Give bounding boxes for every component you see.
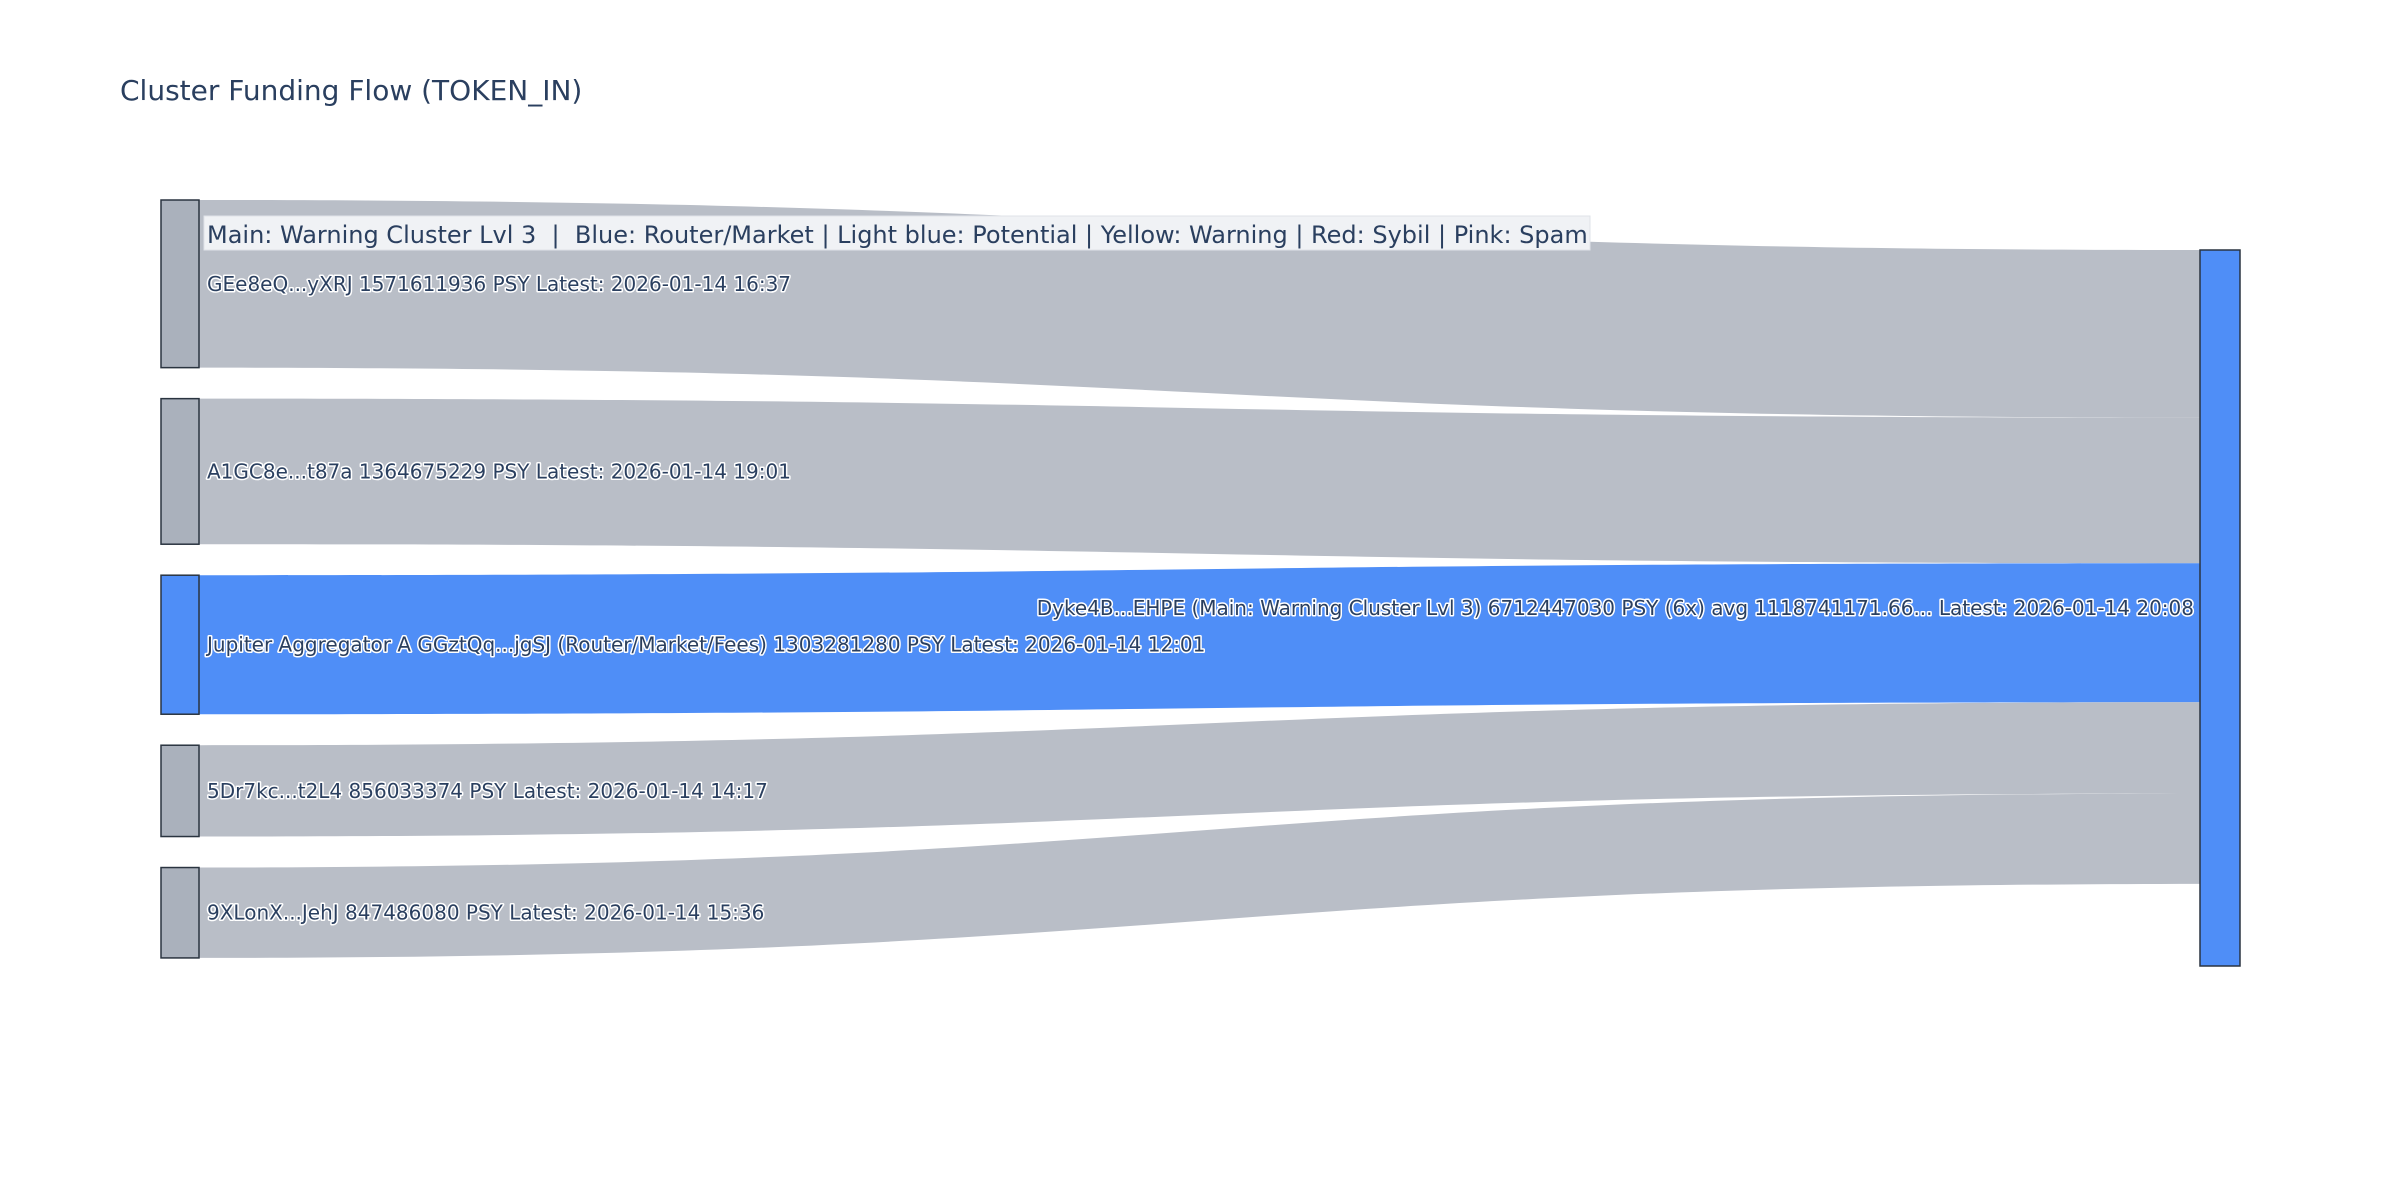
source-node-label: A1GC8e...t87a 1364675229 PSY Latest: 202… [207, 459, 791, 483]
source-node[interactable] [160, 574, 200, 715]
legend-annotation-box [203, 215, 1591, 251]
sankey-link[interactable] [199, 563, 2200, 715]
source-node[interactable] [160, 397, 200, 545]
source-node-label: 9XLonX...JehJ 847486080 PSY Latest: 2026… [207, 901, 764, 925]
sankey-link[interactable] [199, 793, 2200, 958]
source-node-label: GEe8eQ...yXRJ 1571611936 PSY Latest: 202… [207, 272, 791, 296]
source-node[interactable] [160, 866, 200, 959]
sankey-link[interactable] [199, 398, 2200, 564]
source-node[interactable] [160, 744, 200, 838]
target-node-label: Dyke4B...EHPE (Main: Warning Cluster Lvl… [1037, 596, 2194, 620]
source-node-label: Jupiter Aggregator A GGztQq...jgSJ (Rout… [205, 633, 1205, 657]
chart-title: Cluster Funding Flow (TOKEN_IN) [120, 74, 582, 107]
source-node[interactable] [160, 199, 200, 369]
legend-annotation: Main: Warning Cluster Lvl 3 | Blue: Rout… [207, 221, 1588, 249]
sankey-link[interactable] [199, 702, 2200, 837]
target-node[interactable] [2199, 249, 2241, 967]
sankey-link[interactable] [199, 200, 2200, 418]
source-node-label: 5Dr7kc...t2L4 856033374 PSY Latest: 2026… [207, 779, 768, 803]
